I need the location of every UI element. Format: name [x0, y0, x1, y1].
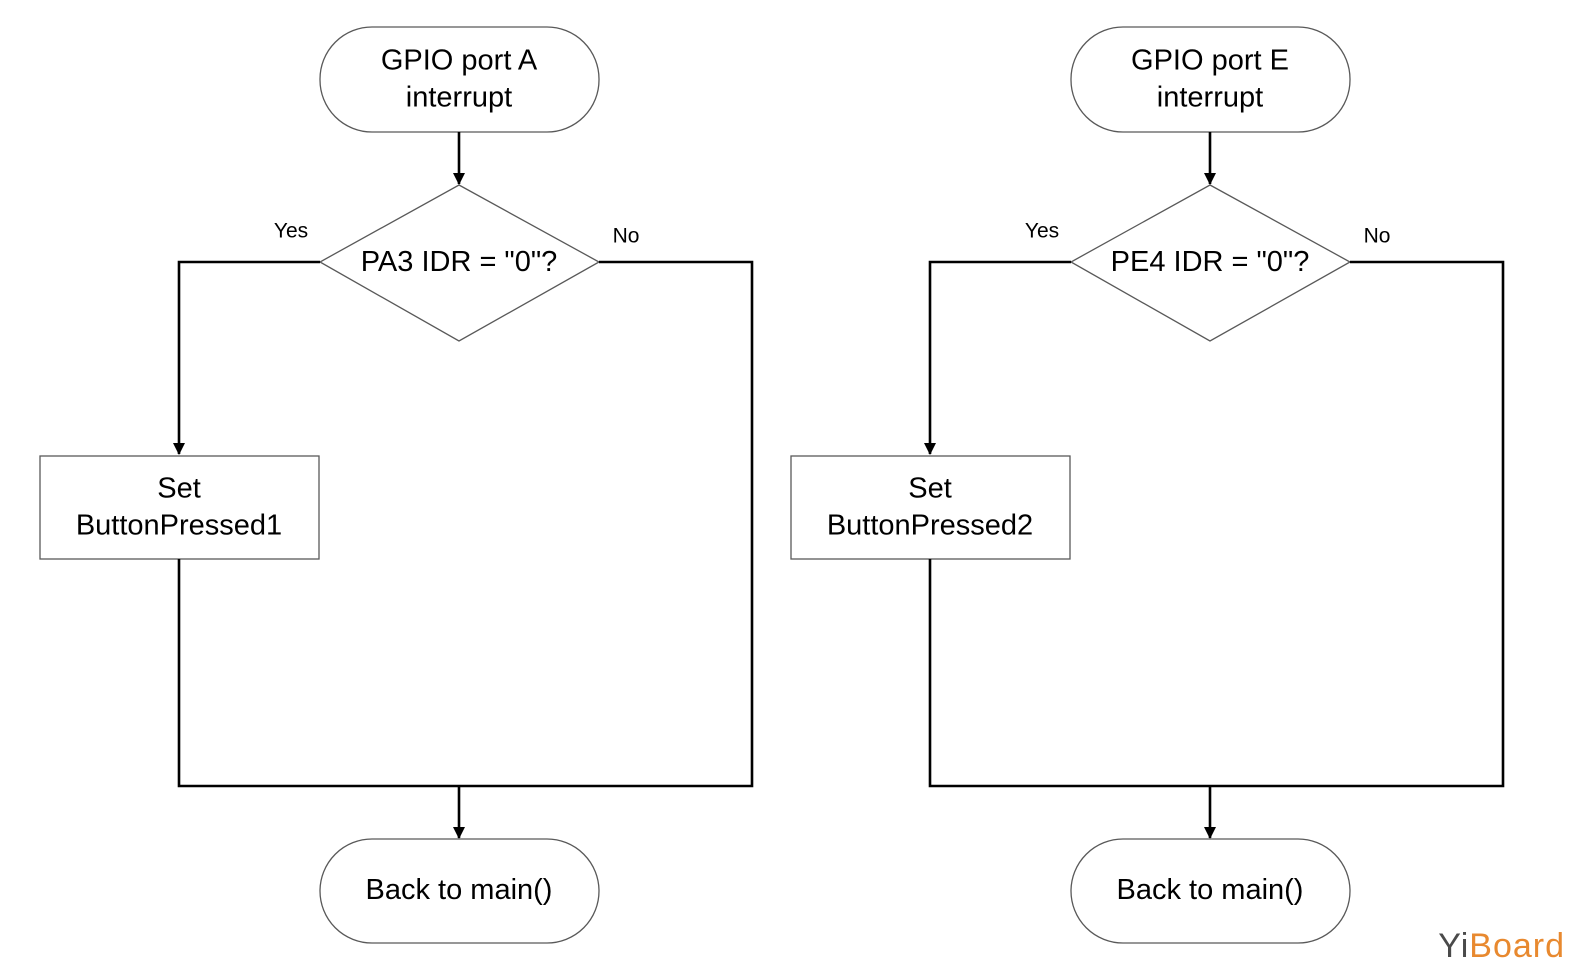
decision-label-line-1: PE4 IDR = "0"?: [1111, 246, 1310, 278]
decision-diamond: [1069, 184, 1352, 342]
start-label-line-1: GPIO port A: [381, 45, 538, 77]
process-box: [39, 455, 320, 560]
process-to-merge-line: [177, 559, 459, 788]
no-label: No: [1364, 225, 1391, 248]
no-branch-line: [1210, 260, 1505, 788]
end-label-line-1: Back to main(): [1117, 874, 1304, 906]
decision-diamond: [318, 184, 601, 342]
start-label-line-2: interrupt: [406, 82, 512, 114]
start-label-line-1: GPIO port E: [1131, 45, 1289, 77]
decision-label-line-1: PA3 IDR = "0"?: [361, 246, 558, 278]
process-label-line-2: ButtonPressed2: [827, 510, 1033, 542]
yes-branch-arrow: [173, 260, 320, 455]
yes-label: Yes: [274, 220, 308, 243]
yiboard-watermark: YiBoard: [1438, 927, 1565, 966]
process-to-merge-line: [928, 559, 1210, 788]
start-label-line-2: interrupt: [1157, 82, 1263, 114]
watermark-part2: Board: [1469, 927, 1565, 965]
no-label: No: [613, 225, 640, 248]
start-terminator: [319, 26, 600, 133]
yes-label: Yes: [1025, 220, 1059, 243]
no-branch-line: [459, 260, 754, 788]
process-label-line-1: Set: [908, 473, 952, 505]
end-terminator: [319, 838, 600, 944]
process-label-line-1: Set: [157, 473, 201, 505]
end-terminator: [1070, 838, 1351, 944]
process-box: [790, 455, 1071, 560]
watermark-part1: Yi: [1438, 927, 1470, 965]
start-terminator: [1070, 26, 1351, 133]
end-label-line-1: Back to main(): [366, 874, 553, 906]
process-label-line-2: ButtonPressed1: [76, 510, 282, 542]
yes-branch-arrow: [924, 260, 1071, 455]
